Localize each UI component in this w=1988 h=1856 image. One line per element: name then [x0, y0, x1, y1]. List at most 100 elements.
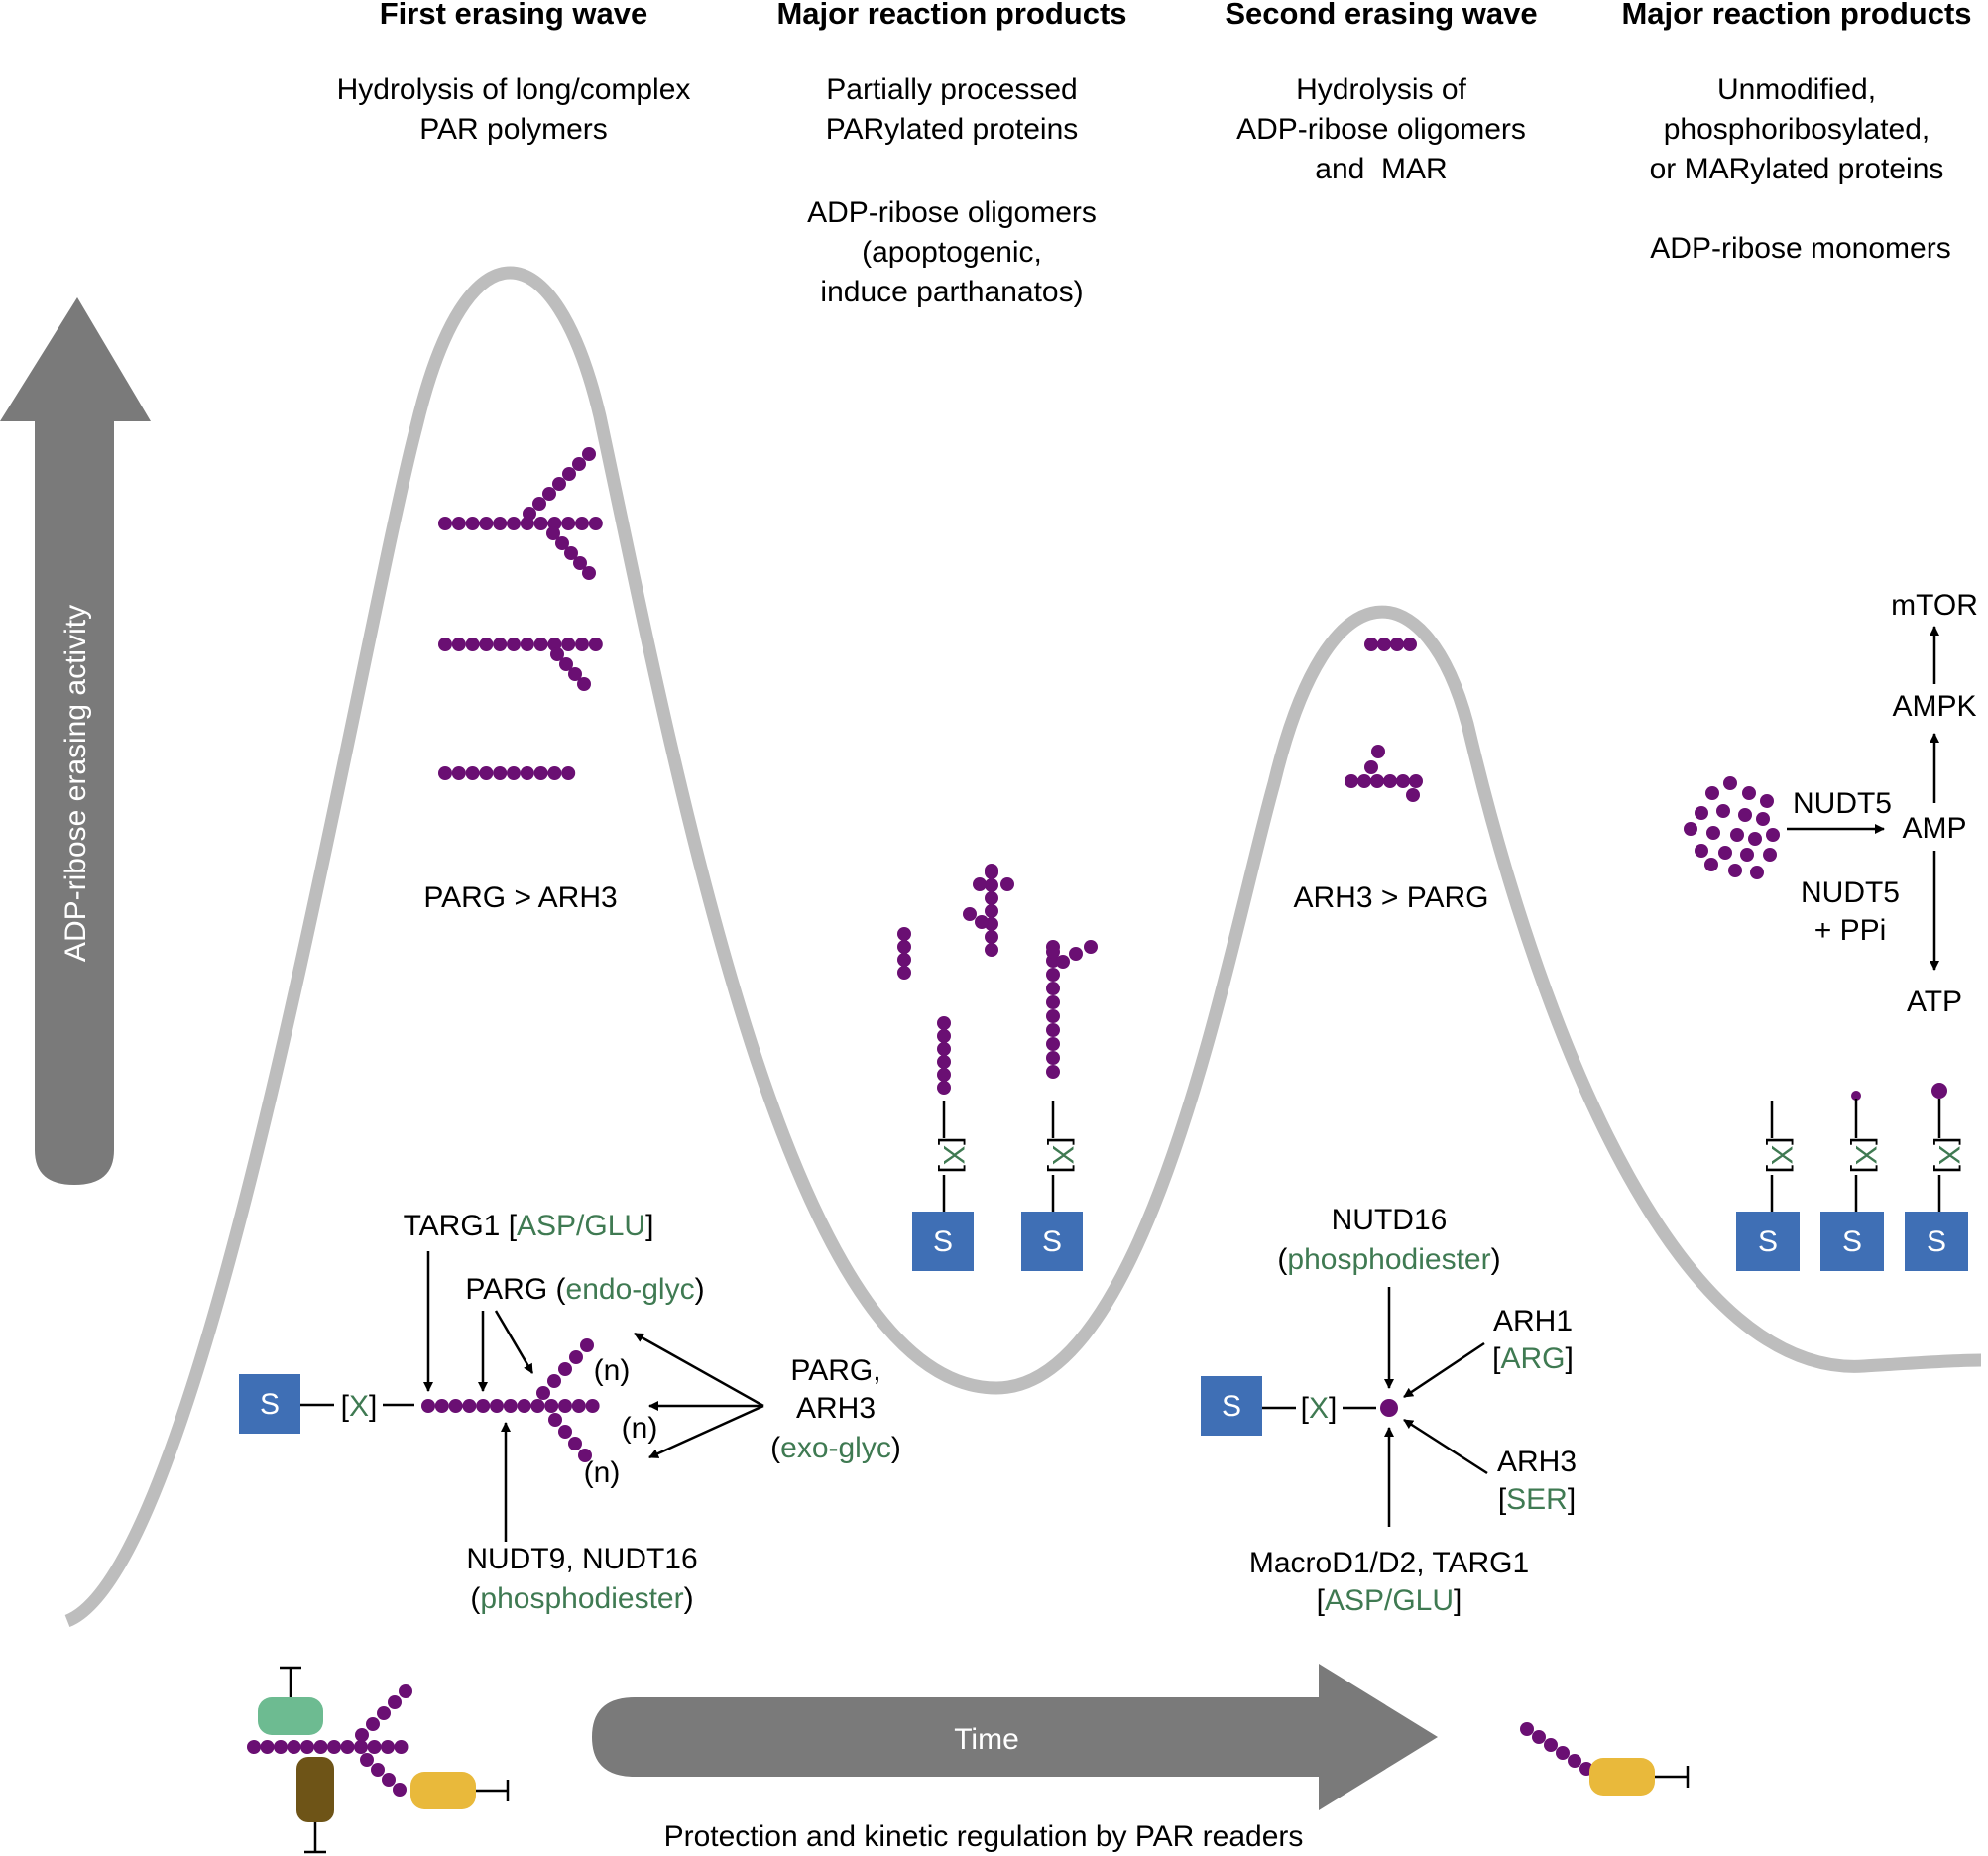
adp-ribose-unit: [517, 1399, 531, 1413]
adp-ribose-metabolism: mTOR AMPK AMP NUDT5 NUDT5 + PPi ATP: [1684, 589, 1978, 1018]
adp-ribose-unit: [465, 638, 480, 651]
adp-ribose-unit: [533, 766, 548, 780]
adp-ribose-unit: [1069, 947, 1083, 961]
adp-ribose-unit: [247, 1740, 261, 1754]
svg-text:[X]: [X]: [937, 1137, 970, 1174]
n-label-1: (n): [594, 1354, 631, 1387]
adp-ribose-unit: [897, 966, 911, 980]
adp-ribose-unit: [367, 1740, 382, 1754]
adp-ribose-unit: [532, 497, 546, 511]
nudt-label: NUDT9, NUDT16: [466, 1543, 697, 1575]
adp-ribose-unit: [588, 517, 603, 530]
adp-ribose-unit: [1760, 794, 1774, 808]
time-label: Time: [954, 1723, 1019, 1756]
adp-ribose-unit: [1520, 1722, 1534, 1736]
unmodified-protein: [X] S: [1736, 1101, 1800, 1271]
adp-ribose-unit: [547, 766, 562, 780]
parylated-protein-1: [X] S: [912, 1016, 974, 1271]
adp-ribose-unit: [547, 1374, 561, 1388]
adp-ribose-unit: [399, 1684, 412, 1698]
adp-ribose-unit: [1704, 858, 1718, 871]
par-reader-right: [1520, 1722, 1690, 1796]
svg-text:S: S: [933, 1225, 953, 1258]
adp-ribose-unit: [533, 638, 548, 651]
adp-ribose-unit: [585, 1399, 600, 1413]
adp-ribose-unit: [555, 536, 569, 550]
adp-ribose-unit: [582, 566, 596, 580]
adp-ribose-unit: [313, 1740, 328, 1754]
products-1-oligo-2: (apoptogenic,: [862, 236, 1042, 269]
second-wave-desc-2: ADP-ribose oligomers: [1236, 113, 1526, 146]
adp-ribose-unit: [1756, 812, 1770, 826]
mtor-label: mTOR: [1891, 589, 1978, 622]
adp-ribose-unit: [542, 487, 556, 501]
adp-ribose-unit: [1383, 774, 1397, 788]
adp-ribose-unit: [340, 1740, 355, 1754]
adp-ribose-unit: [1684, 822, 1697, 836]
second-wave-desc-1: Hydrolysis of: [1296, 73, 1466, 106]
adp-ribose-unit: [1738, 808, 1752, 822]
svg-text:S: S: [1222, 1390, 1241, 1423]
adp-ribose-unit: [1728, 864, 1742, 877]
adp-ribose-unit: [558, 1362, 572, 1376]
adp-ribose-unit: [588, 638, 603, 651]
nutd16-spec-label: (phosphodiester): [1277, 1243, 1500, 1276]
adp-ribose-unit: [973, 877, 987, 891]
substrate-box: [1021, 1212, 1083, 1271]
arh1-spec-label: [ARG]: [1492, 1342, 1574, 1375]
time-arrow: Time: [592, 1664, 1438, 1810]
adp-ribose-unit: [550, 647, 564, 661]
adp-ribose-unit: [1000, 877, 1014, 891]
header-first-wave: First erasing wave: [380, 0, 648, 31]
adp-ribose-unit: [360, 1753, 374, 1767]
adp-ribose-unit: [536, 1386, 550, 1400]
exo-enzymes-label-1: PARG,: [790, 1354, 880, 1387]
adp-ribose-unit: [1046, 1009, 1060, 1023]
parylated-protein-2: [X] S: [1021, 945, 1083, 1271]
adp-ribose-unit: [985, 891, 998, 905]
adp-ribose-unit: [490, 1399, 504, 1413]
adp-ribose-unit: [1766, 828, 1780, 842]
adp-ribose-unit: [558, 1425, 572, 1439]
adp-ribose-unit: [561, 766, 576, 780]
ampk-label: AMPK: [1892, 690, 1976, 723]
second-wave-desc-3: and MAR: [1315, 153, 1447, 185]
adp-ribose-unit: [1718, 846, 1732, 860]
adp-ribose-unit: [1406, 788, 1420, 802]
par-polymers-peak-1: [438, 447, 603, 780]
adp-ribose-unit: [1706, 826, 1720, 840]
reader-green: [258, 1697, 323, 1735]
adp-ribose-unit: [1742, 786, 1756, 800]
macro-spec-label: [ASP/GLU]: [1317, 1584, 1462, 1617]
adp-ribose-unit: [985, 864, 998, 877]
adp-ribose-unit: [546, 526, 560, 540]
ppi-label: + PPi: [1814, 914, 1887, 947]
adp-ribose-unit: [451, 638, 466, 651]
adp-ribose-unit: [1046, 1023, 1060, 1037]
adp-ribose-unit: [1532, 1730, 1546, 1744]
adp-ribose-unit: [568, 1437, 582, 1450]
header-products-2: Major reaction products: [1621, 0, 1971, 31]
n-label-3: (n): [584, 1456, 621, 1489]
svg-text:[X]: [X]: [1046, 1137, 1079, 1174]
adp-ribose-unit: [438, 517, 452, 530]
free-oligomers: [897, 864, 1098, 1079]
adp-ribose-unit: [985, 930, 998, 944]
adp-ribose-unit: [507, 638, 521, 651]
adp-ribose-unit: [1390, 638, 1404, 651]
adp-ribose-unit: [568, 667, 582, 681]
adp-ribose-unit: [382, 1773, 396, 1787]
adp-ribose-unit: [1046, 982, 1060, 995]
parg-endo-label: PARG (endo-glyc): [465, 1273, 704, 1306]
adp-ribose-unit: [1568, 1754, 1581, 1768]
first-wave-desc-2: PAR polymers: [419, 113, 608, 146]
products-1-desc-2: PARylated proteins: [826, 113, 1079, 146]
adp-ribose-unit: [388, 1695, 402, 1709]
adp-ribose-unit: [503, 1399, 518, 1413]
first-wave-cleavage-panel: S [X] TARG1 [ASP/GLU] PARG (endo-glyc) P…: [239, 1210, 901, 1615]
adp-ribose-unit: [1730, 828, 1744, 842]
y-axis-label: ADP-ribose erasing activity: [59, 605, 92, 962]
adp-ribose-unit: [1723, 776, 1737, 790]
adp-ribose-unit: [1740, 848, 1754, 862]
